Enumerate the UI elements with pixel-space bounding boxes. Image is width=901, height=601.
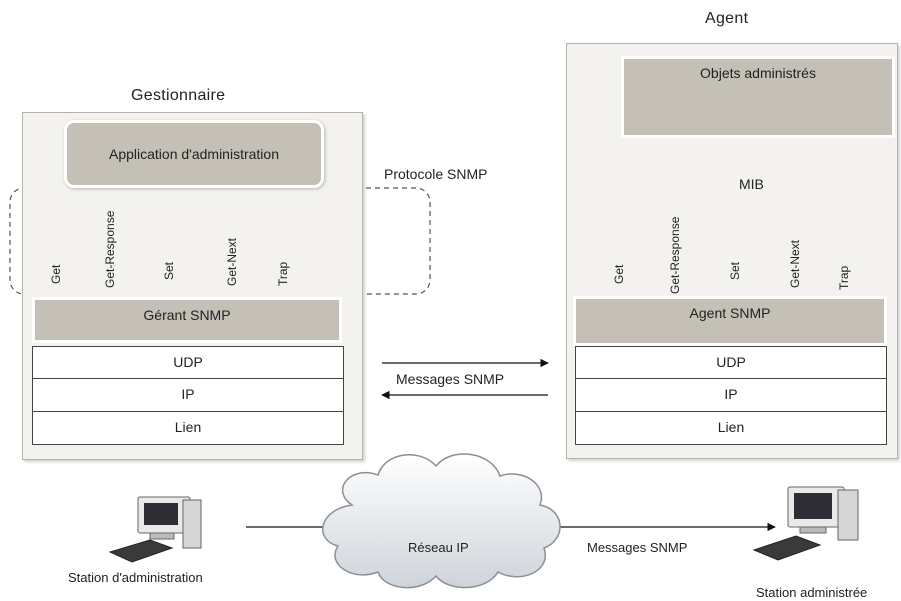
agent-objects-label: Objets administrés <box>700 65 816 81</box>
agent-op-trap: Trap <box>837 265 851 290</box>
manager-layer-lien: Lien <box>32 412 344 445</box>
manager-layer-udp: UDP <box>32 346 344 379</box>
agent-objects-box: Objets administrés <box>621 56 895 138</box>
manager-op-set: Set <box>162 261 176 280</box>
managed-station-computer-icon <box>752 486 859 561</box>
messages-snmp-label: Messages SNMP <box>396 371 505 387</box>
admin-station-label: Station d'administration <box>68 570 203 585</box>
agent-op-set: Set <box>728 261 742 280</box>
managed-station-label: Station administrée <box>756 585 868 600</box>
ip-network-cloud <box>322 453 561 589</box>
network-messages-label: Messages SNMP <box>587 540 688 555</box>
ip-network-label: Réseau IP <box>408 540 469 555</box>
admin-station-computer-icon <box>108 496 202 563</box>
manager-op-get: Get <box>49 264 63 284</box>
agent-snmp-box: Agent SNMP <box>573 296 887 346</box>
agent-op-get: Get <box>612 264 626 284</box>
mib-label: MIB <box>739 176 764 192</box>
protocol-label: Protocole SNMP <box>384 166 488 182</box>
agent-op-get-response: Get-Response <box>668 216 682 294</box>
manager-title: Gestionnaire <box>131 87 226 104</box>
manager-layer-ip: IP <box>32 379 344 412</box>
agent-layer-ip: IP <box>575 379 887 412</box>
agent-layer-udp: UDP <box>575 346 887 379</box>
manager-snmp-box: Gérant SNMP <box>32 297 342 343</box>
agent-title: Agent <box>705 10 749 27</box>
agent-layer-lien: Lien <box>575 412 887 445</box>
manager-application-box: Application d'administration <box>64 120 324 188</box>
agent-op-get-next: Get-Next <box>788 239 802 288</box>
manager-op-get-response: Get-Response <box>103 210 117 288</box>
manager-op-trap: Trap <box>276 261 290 286</box>
manager-op-get-next: Get-Next <box>225 237 239 286</box>
protocol-region <box>9 187 431 295</box>
